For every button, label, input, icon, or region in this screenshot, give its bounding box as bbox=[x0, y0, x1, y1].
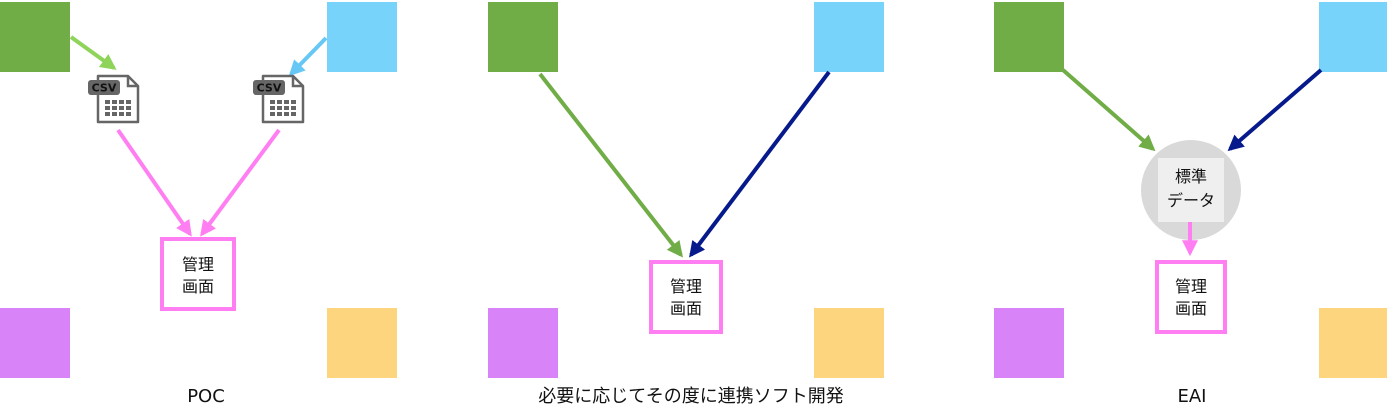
system-green-square bbox=[0, 2, 70, 72]
system-purple-square bbox=[994, 308, 1064, 378]
arrow-blue-to-hub bbox=[1227, 68, 1323, 152]
system-purple-square bbox=[488, 308, 558, 378]
system-green-square bbox=[994, 2, 1064, 72]
standard-data-label-line2: データ bbox=[1167, 191, 1215, 210]
management-screen-label-line2: 画面 bbox=[1175, 299, 1207, 318]
system-yellow-square bbox=[1319, 308, 1387, 378]
management-screen-label-line2: 画面 bbox=[182, 277, 214, 296]
csv-file-icon: CSV bbox=[251, 74, 305, 124]
arrow-green-to-mgmt bbox=[538, 72, 683, 258]
svg-text:CSV: CSV bbox=[92, 82, 117, 95]
system-purple-square bbox=[0, 308, 70, 378]
panel-adhoc: 管理 画面 必要に応じてその度に連携ソフト開発 bbox=[488, 2, 884, 407]
system-yellow-square bbox=[814, 308, 884, 378]
svg-text:CSV: CSV bbox=[257, 82, 282, 95]
panel-eai: 標準 データ 管理 画面 EAI bbox=[994, 2, 1387, 407]
management-screen-label-line1: 管理 bbox=[1175, 277, 1207, 296]
system-blue-square bbox=[1319, 2, 1387, 72]
arrow-blue-to-csv bbox=[288, 36, 328, 77]
arrow-blue-to-mgmt bbox=[689, 70, 831, 258]
system-blue-square bbox=[327, 2, 397, 72]
panel-caption-eai: EAI bbox=[1178, 386, 1207, 407]
arrow-green-to-csv bbox=[69, 35, 117, 70]
arrow-csv-to-mgmt bbox=[116, 128, 192, 237]
standard-data-hub-label-bg bbox=[1158, 158, 1224, 222]
system-yellow-square bbox=[327, 308, 397, 378]
management-screen-label-line2: 画面 bbox=[670, 299, 702, 318]
management-screen-box bbox=[1155, 260, 1227, 334]
system-blue-square bbox=[814, 2, 884, 72]
panel-caption-adhoc: 必要に応じてその度に連携ソフト開発 bbox=[538, 386, 843, 407]
arrow-green-to-hub bbox=[1061, 68, 1156, 152]
management-screen-label-line1: 管理 bbox=[670, 277, 702, 296]
management-screen-label-line1: 管理 bbox=[182, 255, 214, 274]
management-screen-box bbox=[649, 260, 723, 334]
csv-file-icon: CSV bbox=[86, 74, 140, 124]
management-screen-box bbox=[160, 237, 236, 311]
panel-poc: CSV CSV 管理 画面 POC bbox=[0, 2, 397, 407]
standard-data-label-line1: 標準 bbox=[1175, 167, 1207, 186]
panel-caption-poc: POC bbox=[187, 386, 225, 407]
system-green-square bbox=[488, 2, 558, 72]
arrow-csv-to-mgmt bbox=[200, 128, 281, 237]
